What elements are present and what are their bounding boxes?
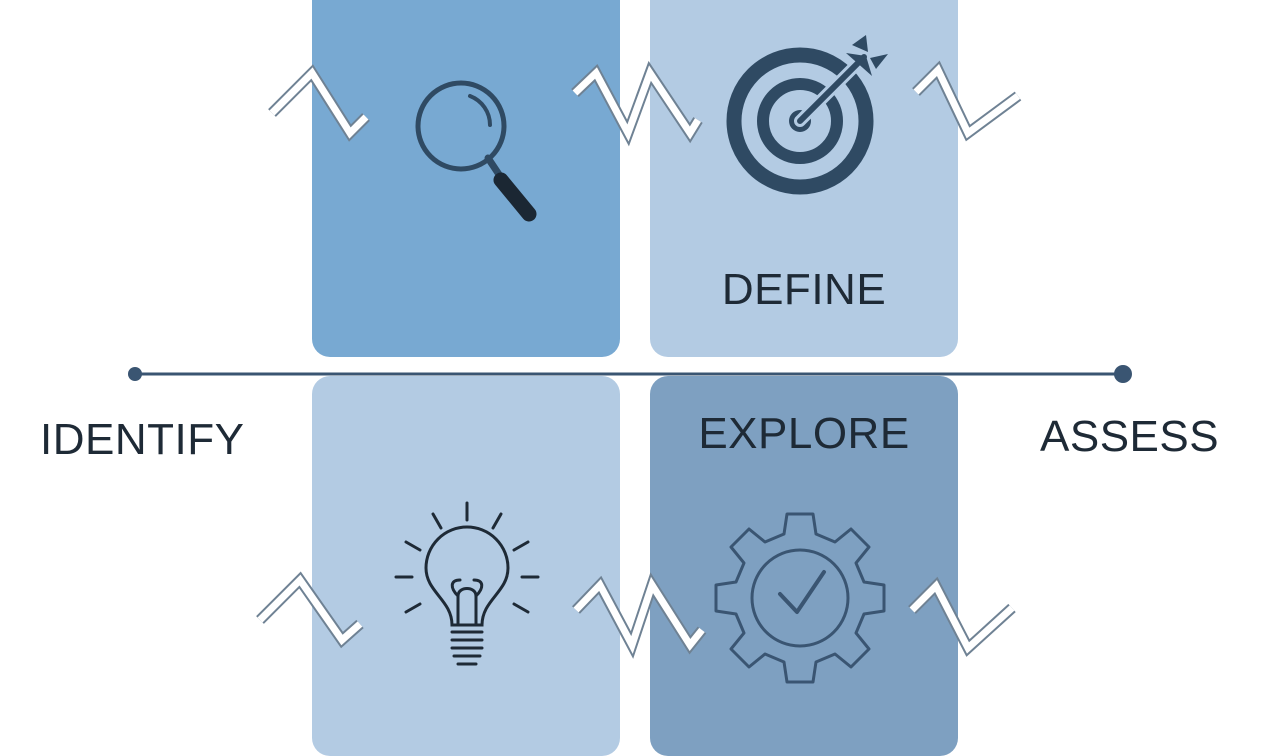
magnifier-icon <box>415 80 537 222</box>
label-define: DEFINE <box>721 265 887 314</box>
zigzag-arrow-5 <box>572 572 707 659</box>
panel-top-left <box>312 0 620 357</box>
label-explore: EXPLORE <box>698 409 910 458</box>
zigzag-arrow-1 <box>268 64 370 142</box>
label-identify: IDENTIFY <box>40 415 245 464</box>
zigzag-arrow-4 <box>256 571 364 649</box>
panel-bottom-left <box>312 376 620 756</box>
zigzag-arrow-2 <box>571 60 703 147</box>
timeline-start-dot <box>128 367 142 381</box>
panel-bottom-right <box>650 376 958 756</box>
zigzag-arrow-6 <box>908 576 1016 657</box>
target-icon <box>726 35 888 195</box>
zigzag-arrow-3 <box>912 60 1022 142</box>
timeline-end-dot <box>1114 365 1132 383</box>
label-assess: ASSESS <box>1040 412 1220 461</box>
lightbulb-icon <box>394 501 540 666</box>
gear-check-icon <box>714 512 886 684</box>
diagram-graphics <box>128 35 1132 684</box>
